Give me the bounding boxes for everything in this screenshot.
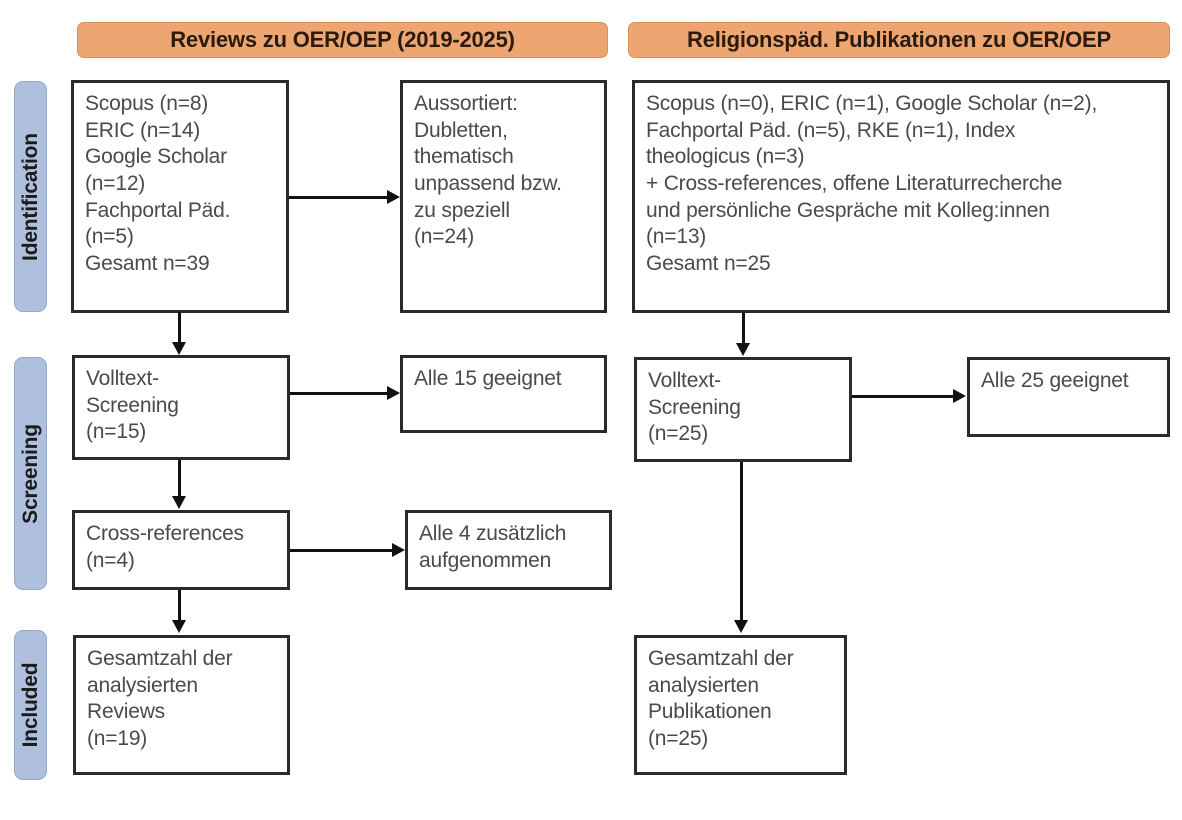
arrowhead-left-included <box>172 620 186 633</box>
stage-label-screening: Screening <box>18 423 42 524</box>
box-right-fulltext-screening: Volltext- Screening (n=25) <box>634 357 852 462</box>
box-line: + Cross-references, offene Literaturrech… <box>646 171 1063 195</box>
connector-left-fulltext-to-crossrefs <box>178 460 181 498</box>
connector-left-crossrefs-to-included <box>178 590 181 622</box>
box-right-identification-sources: Scopus (n=0), ERIC (n=1), Google Scholar… <box>632 80 1170 313</box>
box-line: (n=12) <box>85 171 146 195</box>
box-line: Volltext- <box>86 367 159 390</box>
box-line: Scopus (n=8) <box>85 92 209 115</box>
box-line: Gesamt n=39 <box>85 251 210 275</box>
arrowhead-left-crossrefs <box>172 496 186 509</box>
stage-label-identification: Identification <box>18 132 42 261</box>
box-line: Cross-references <box>86 522 244 545</box>
arrowhead-left-fulltext <box>172 342 186 355</box>
box-line: (n=5) <box>85 225 134 249</box>
column-header-right: Religionspäd. Publikationen zu OER/OEP <box>628 22 1170 58</box>
box-line: Fachportal Päd. (n=5), RKE (n=1), Index <box>646 118 1016 142</box>
box-line: Alle 25 geeignet <box>981 369 1129 392</box>
connector-right-fulltext-to-result <box>852 395 953 398</box>
box-line: Alle 4 zusätzlich <box>419 522 567 545</box>
box-line: Dubletten, <box>414 118 508 142</box>
connector-right-fulltext-to-included <box>740 462 743 622</box>
box-line: Scopus (n=0), ERIC (n=1), Google Scholar… <box>646 92 1098 115</box>
arrowhead-left-crossrefs-result <box>392 543 405 557</box>
box-left-fulltext-screening: Volltext- Screening (n=15) <box>72 355 290 460</box>
box-line: analysierten <box>87 673 198 697</box>
arrowhead-left-excluded <box>387 190 400 204</box>
stage-pill-included: Included <box>14 630 47 780</box>
stage-pill-screening: Screening <box>14 357 47 590</box>
box-line: (n=25) <box>648 726 709 750</box>
box-line: Publikationen <box>648 700 772 724</box>
box-line: Fachportal Päd. <box>85 198 231 222</box>
stage-label-included: Included <box>18 662 42 748</box>
connector-left-crossrefs-to-result <box>290 549 392 552</box>
box-line: Alle 15 geeignet <box>414 367 562 390</box>
box-line: unpassend bzw. <box>414 171 562 195</box>
stage-pill-identification: Identification <box>14 81 47 312</box>
box-line: Screening <box>648 395 741 419</box>
column-header-left: Reviews zu OER/OEP (2019-2025) <box>77 22 608 58</box>
connector-left-fulltext-to-result <box>290 392 387 395</box>
box-line: theologicus (n=3) <box>646 145 805 169</box>
box-left-crossrefs: Cross-references (n=4) <box>72 510 290 590</box>
connector-left-identification-to-fulltext <box>178 312 181 344</box>
connector-left-identification-to-excluded <box>289 196 387 199</box>
box-line: und persönliche Gespräche mit Kolleg:inn… <box>646 198 1050 222</box>
box-line: Gesamt n=25 <box>646 251 771 275</box>
box-line: thematisch <box>414 145 514 169</box>
connector-right-identification-to-fulltext <box>742 312 745 345</box>
box-line: (n=24) <box>414 225 475 249</box>
box-line: zu speziell <box>414 198 510 222</box>
box-line: (n=13) <box>646 225 707 249</box>
box-line: Reviews <box>87 700 165 724</box>
box-right-fulltext-result: Alle 25 geeignet <box>967 357 1170 437</box>
box-line: Gesamtzahl der <box>87 647 233 670</box>
box-line: analysierten <box>648 673 759 697</box>
box-line: (n=19) <box>87 726 148 750</box>
box-line: Screening <box>86 393 179 417</box>
box-right-included: Gesamtzahl der analysierten Publikatione… <box>634 635 847 775</box>
box-left-identification-sources: Scopus (n=8) ERIC (n=14) Google Scholar … <box>71 80 289 313</box>
box-line: (n=4) <box>86 548 135 572</box>
box-line: aufgenommen <box>419 548 552 572</box>
box-line: (n=25) <box>648 422 709 446</box>
arrowhead-left-fulltext-result <box>387 386 400 400</box>
box-left-included: Gesamtzahl der analysierten Reviews (n=1… <box>73 635 290 775</box>
box-line: Volltext- <box>648 369 721 392</box>
box-line: Gesamtzahl der <box>648 647 794 670</box>
box-left-fulltext-result: Alle 15 geeignet <box>400 355 607 433</box>
arrowhead-right-fulltext <box>736 343 750 356</box>
box-line: Google Scholar <box>85 145 227 169</box>
box-left-crossrefs-result: Alle 4 zusätzlich aufgenommen <box>405 510 612 590</box>
arrowhead-right-included <box>734 620 748 633</box>
box-left-excluded: Aussortiert: Dubletten, thematisch unpas… <box>400 80 607 313</box>
box-line: Aussortiert: <box>414 92 518 115</box>
box-line: ERIC (n=14) <box>85 118 201 142</box>
box-line: (n=15) <box>86 420 147 444</box>
arrowhead-right-fulltext-result <box>953 389 966 403</box>
